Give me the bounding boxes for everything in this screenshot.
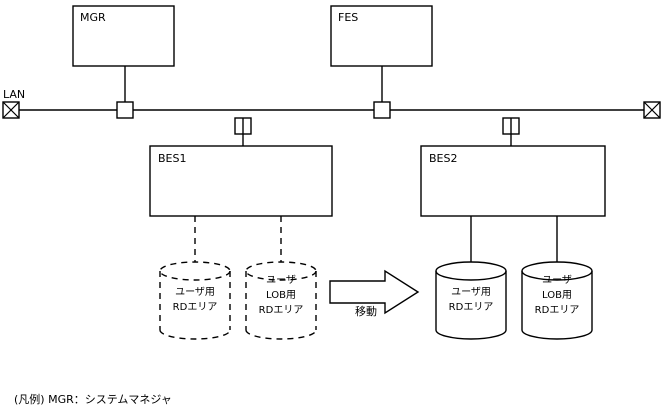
cylinder-top-ellipse [159, 261, 231, 281]
fes-label: FES [338, 11, 358, 24]
bes2-box[interactable] [420, 145, 606, 217]
cylinder-bottom-arc [435, 329, 507, 340]
cylinder-bes2-user-rdarea[interactable]: ユーザ用 RDエリア [435, 261, 507, 340]
x-terminator-icon-right [643, 101, 661, 119]
node-mgr[interactable]: MGR [72, 5, 175, 119]
cylinder-bes1-user-rdarea[interactable]: ユーザ用 RDエリア [159, 261, 231, 340]
square-tap-icon-mgr [116, 101, 134, 119]
node-bes2[interactable]: BES2 [420, 117, 606, 217]
lan-label: LAN [3, 88, 25, 101]
legend-entry-mgr: MGR：システムマネジャ [48, 393, 172, 406]
cylinder-label-line-1: ユーザ用 [451, 286, 491, 298]
bes2-label: BES2 [429, 152, 457, 165]
cylinder-bottom-arc [159, 329, 231, 340]
mgr-label: MGR [80, 11, 106, 24]
cylinder-bottom-arc [521, 329, 593, 340]
node-bes1[interactable]: BES1 [149, 117, 333, 217]
node-fes[interactable]: FES [330, 5, 433, 119]
cylinder-label-line-2: RDエリア [449, 302, 494, 313]
cylinder-label-line-2: LOB用 [542, 290, 572, 301]
legend-heading: (凡例) [14, 393, 45, 406]
x-terminator-icon-left [2, 101, 20, 119]
legend: (凡例) MGR：システムマネジャ FES：フロントエンドサーバ BES1，BE… [14, 352, 236, 413]
cylinder-bes1-lob-rdarea[interactable]: ユーザ LOB用 RDエリア [245, 261, 317, 340]
cylinder-label-line-3: RDエリア [259, 305, 304, 316]
mgr-box[interactable] [72, 5, 175, 67]
cylinder-label-line-1: ユーザ用 [175, 286, 215, 298]
cylinder-bes2-lob-rdarea[interactable]: ユーザ LOB用 RDエリア [521, 261, 593, 340]
migration-arrow-label: 移動 [355, 304, 377, 318]
cylinder-label-line-1: ユーザ [266, 274, 296, 286]
migration-arrow-icon [329, 269, 420, 315]
cylinder-label-line-1: ユーザ [542, 274, 572, 286]
cylinder-label-line-2: LOB用 [266, 290, 296, 301]
fes-box[interactable] [330, 5, 433, 67]
lan-bus-group: LAN [2, 88, 661, 119]
bes1-box[interactable] [149, 145, 333, 217]
cylinder-label-line-2: RDエリア [173, 302, 218, 313]
legend-line-1: (凡例) MGR：システムマネジャ [14, 390, 236, 409]
cylinder-top-ellipse [435, 261, 507, 281]
bes1-label: BES1 [158, 152, 186, 165]
cylinder-label-line-3: RDエリア [535, 305, 580, 316]
cylinder-bottom-arc [245, 329, 317, 340]
migration-arrow-group: 移動 [329, 269, 420, 318]
square-tap-icon-fes [373, 101, 391, 119]
